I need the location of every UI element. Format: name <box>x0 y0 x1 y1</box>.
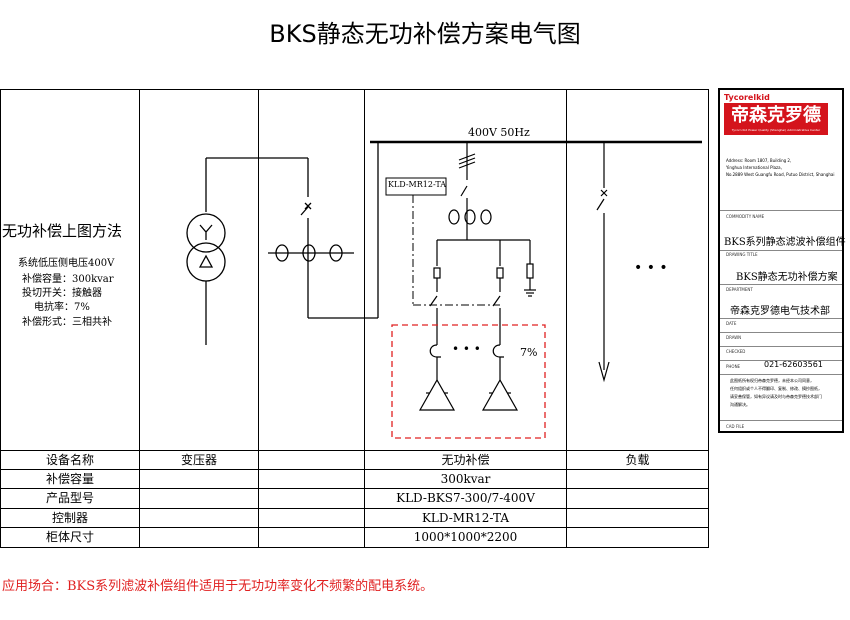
page-title: BKS静态无功补偿方案电气图 <box>269 20 581 48</box>
reactor-capacitor-module <box>391 324 546 439</box>
department-value: 帝森克罗德电气技术部 <box>730 306 830 317</box>
table-cell: KLD-BKS7-300/7-400V <box>396 491 535 505</box>
address-line: Address: Room 1807, Building 2, <box>726 158 792 163</box>
table-cell: 无功补偿 <box>441 453 490 467</box>
brand-name: 帝森克罗德 <box>731 105 821 126</box>
table-grid <box>0 89 709 548</box>
table-row-label: 控制器 <box>51 511 88 525</box>
commodity-label: COMMODITY NAME <box>726 214 765 219</box>
table-cell: KLD-MR12-TA <box>421 511 510 525</box>
drawn-label: DRAWN <box>726 335 742 340</box>
notice-line: 请妥善保管，如有异议请及时与帝森克罗德技术部门 <box>730 394 822 399</box>
notice-line: 任何组织或个人不得翻印、复制、修改、摘抄图纸， <box>730 386 822 391</box>
table-row-label: 产品型号 <box>45 491 94 505</box>
brand-small: Tycorelkid <box>724 93 770 102</box>
brand-logo: 帝森克罗德 Tycorn Kid Power Quality (Shanghai… <box>724 103 828 135</box>
load-branch <box>596 142 610 383</box>
table-row-label: 设备名称 <box>45 453 94 467</box>
drawing-title-value: BKS静态无功补偿方案 <box>736 272 838 283</box>
transformer-symbol <box>186 157 308 345</box>
compensation-branch <box>429 142 536 345</box>
load-ellipsis: • • • <box>634 260 668 276</box>
controller-link <box>412 195 500 306</box>
date-label: DATE <box>726 321 737 326</box>
controller-box <box>385 177 447 196</box>
cad-file-label: CAD FILE <box>726 424 745 429</box>
drawing-title-label: DRAWING TITLE <box>726 252 758 257</box>
reactor-capacitor-units <box>418 344 519 411</box>
table-row-label: 柜体尺寸 <box>45 530 94 544</box>
module-ellipsis: • • • <box>452 342 481 356</box>
checked-label: CHECKED <box>726 349 746 354</box>
table-cell: 负载 <box>625 453 650 467</box>
phone-value: 021-62603561 <box>764 360 823 369</box>
address-line: No.2889 West Guangfu Road, Putuo Distric… <box>726 172 835 177</box>
controller-label: KLD-MR12-TA <box>388 180 447 189</box>
phone-label: PHONE <box>726 364 741 369</box>
method-heading: 无功补偿上图方法 <box>2 222 123 240</box>
department-label: DEPARTMENT <box>726 287 753 292</box>
incoming-feeder <box>268 142 379 319</box>
table-cell: 变压器 <box>180 453 217 467</box>
reactor-ratio-label: 7% <box>520 346 538 359</box>
spec-item: 补偿形式：三相共补 <box>22 317 112 328</box>
address-line: Yinghua International Plaza, <box>726 165 782 170</box>
bus-label: 400V 50Hz <box>468 126 530 139</box>
application-note: 应用场合：BKS系列滤波补偿组件适用于无功功率变化不频繁的配电系统。 <box>2 579 434 594</box>
commodity-value: BKS系列静态滤波补偿组件 <box>724 237 846 248</box>
spec-item: 投切开关：接触器 <box>22 288 102 299</box>
title-block: Tycorelkid 帝森克罗德 Tycorn Kid Power Qualit… <box>718 88 846 433</box>
notice-line: 沟通解决。 <box>730 402 750 407</box>
table-row-label: 补偿容量 <box>45 472 94 486</box>
notice-line: 此图纸所有权归帝森克罗德，未经本公司同意， <box>730 378 814 383</box>
table-cell: 1000*1000*2200 <box>413 530 518 544</box>
outer-frame <box>0 89 709 548</box>
table-cell: 300kvar <box>440 472 491 486</box>
spec-item: 补偿容量：300kvar <box>22 274 114 285</box>
spec-item: 系统低压侧电压400V <box>18 258 115 269</box>
brand-tagline: Tycorn Kid Power Quality (Shanghai) Admi… <box>731 128 821 132</box>
spec-item: 电抗率：7% <box>34 302 90 313</box>
